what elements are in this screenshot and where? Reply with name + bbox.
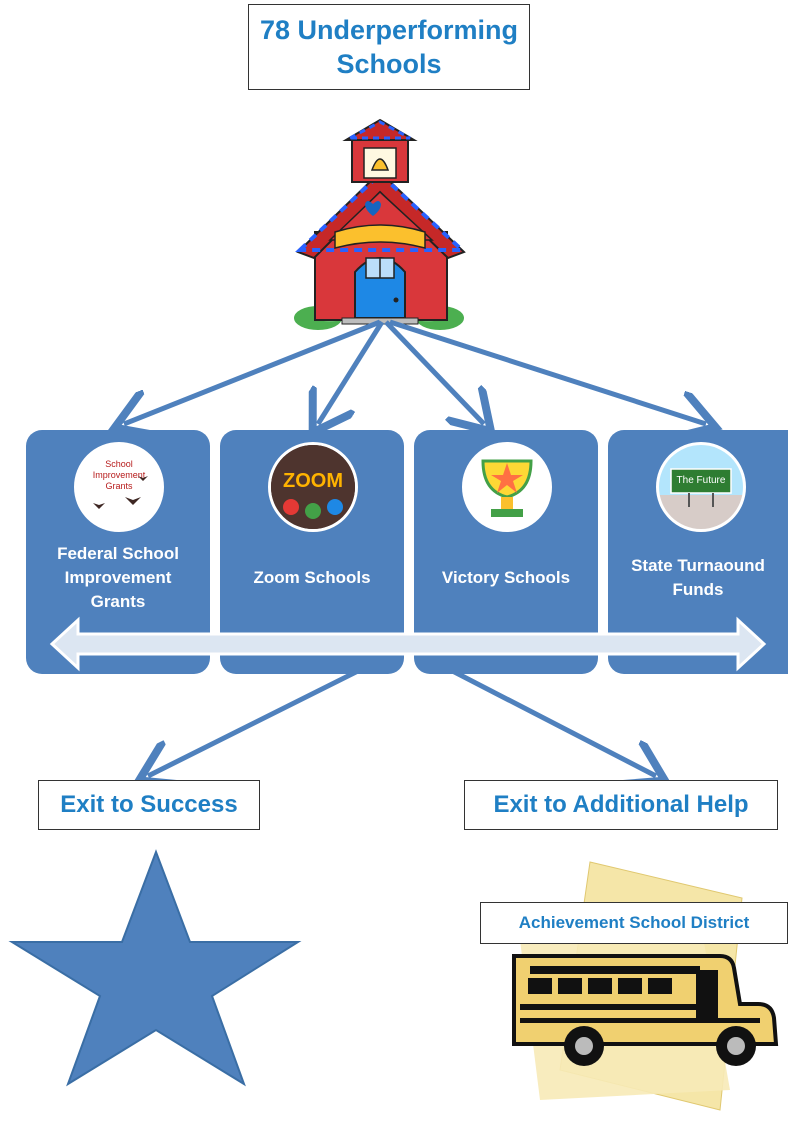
schoolhouse-icon: [294, 118, 468, 330]
badge-text: ZOOM: [283, 470, 343, 492]
star-icon: [8, 849, 302, 1087]
badge-text: The Future: [677, 475, 726, 486]
title-box: 78 Underperforming Schools: [248, 4, 530, 90]
exit-help-label: Exit to Additional Help: [493, 791, 749, 818]
title-line-2: Schools: [336, 49, 442, 79]
title-line-1: 78 Underperforming: [259, 15, 519, 45]
highway-sign-icon: The Future: [656, 442, 746, 532]
badge-text-2: Improvement: [93, 470, 146, 480]
butterfly-grants-icon: School Improvement Grants: [74, 442, 164, 532]
zoom-letters-icon: ZOOM: [268, 442, 358, 532]
exit-success-label: Exit to Success: [60, 791, 238, 818]
card-label-line: Zoom Schools: [253, 568, 371, 587]
badge-text-1: School: [105, 459, 133, 469]
card-label-line: Federal School: [57, 544, 179, 563]
card-label-line: Improvement: [64, 568, 172, 587]
card-label-line: State Turnaound: [631, 556, 765, 575]
card-label-line: Victory Schools: [441, 568, 571, 587]
double-arrow-icon: [52, 620, 764, 668]
exit-help-box: Exit to Additional Help: [464, 780, 778, 830]
achievement-district-label: Achievement School District: [480, 902, 788, 944]
achievement-district-text: Achievement School District: [518, 913, 750, 932]
card-label-line: Grants: [90, 592, 146, 611]
exit-success-box: Exit to Success: [38, 780, 260, 830]
badge-text-3: Grants: [105, 481, 133, 491]
trophy-icon: [462, 442, 552, 532]
card-label-line: Funds: [672, 580, 724, 599]
